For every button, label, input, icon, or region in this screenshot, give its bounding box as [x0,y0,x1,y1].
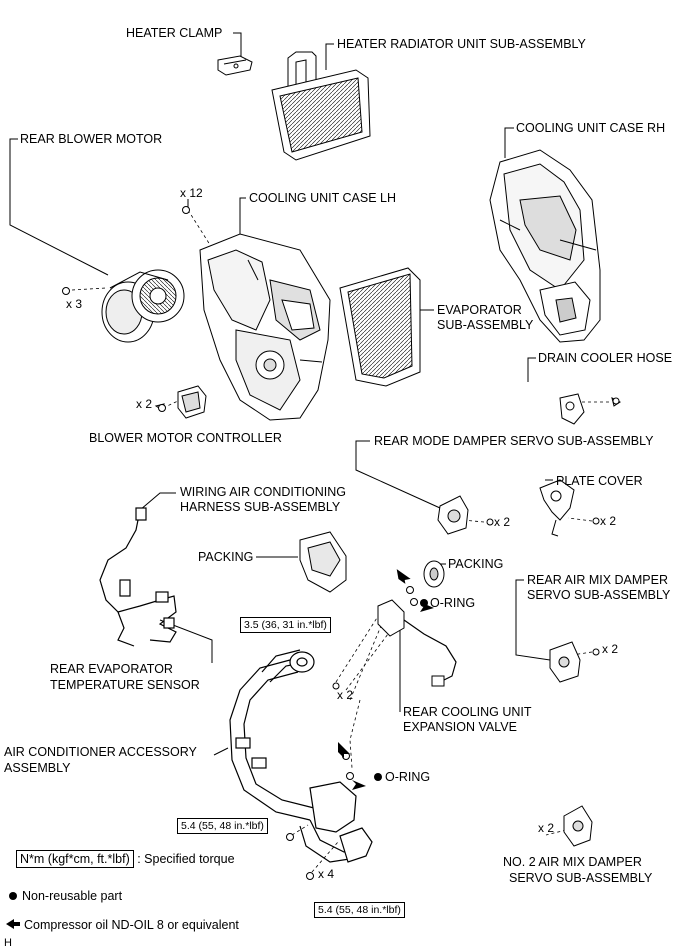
torque-accessory-upper: 5.4 (55, 48 in.*lbf) [177,818,268,834]
qty-controller: x 2 [136,397,153,411]
qty-valve: x 2 [337,688,354,702]
label-rear-evap-sensor-line2: TEMPERATURE SENSOR [50,678,200,692]
blower-controller-part [154,385,207,419]
wiring-harness-part [99,507,177,647]
oil-legend-arrow-icon [6,919,20,929]
label-ac-accessory-line2: ASSEMBLY [4,761,71,775]
label-wiring-harness-line1: WIRING AIR CONDITIONING [180,485,346,499]
non-reusable-dot-icons [374,599,428,781]
drain-hose-part [559,393,621,425]
legend-torque-box: N*m (kgf*cm, ft.*lbf) [16,850,134,868]
label-rear-mode-damper: REAR MODE DAMPER SERVO SUB-ASSEMBLY [374,434,654,448]
label-packing-left: PACKING [198,550,254,564]
cooling-case-lh-part [199,233,331,421]
qty-air-mix: x 2 [602,642,619,656]
qty-x4: x 4 [318,867,335,881]
label-rear-blower-motor: REAR BLOWER MOTOR [20,132,163,146]
rear-mode-damper-part [437,495,469,535]
label-rear-evap-sensor-line1: REAR EVAPORATOR [50,662,173,676]
qty-x3: x 3 [66,297,83,311]
non-reusable-legend-icon [9,892,17,900]
label-heater-radiator: HEATER RADIATOR UNIT SUB-ASSEMBLY [337,37,586,51]
label-plate-cover: PLATE COVER [556,474,643,488]
qty-no2: x 2 [538,821,555,835]
label-evaporator-line2: SUB-ASSEMBLY [437,318,534,332]
label-evaporator-line1: EVAPORATOR [437,303,522,317]
label-blower-motor-controller: BLOWER MOTOR CONTROLLER [89,431,282,445]
qty-plate: x 2 [600,514,617,528]
label-cooling-case-rh: COOLING UNIT CASE RH [516,121,666,135]
legend-torque-text: : Specified torque [137,852,235,866]
label-o-ring-lower: O-RING [385,770,431,784]
label-rear-air-mix-line1: REAR AIR MIX DAMPER [527,573,668,587]
label-heater-clamp: HEATER CLAMP [126,26,223,40]
plate-cover-part [539,479,575,537]
label-ac-accessory-line1: AIR CONDITIONER ACCESSORY [4,745,197,759]
oil-arrow-icons [338,569,434,790]
legend-non-reusable: Non-reusable part [22,889,123,903]
label-packing-right: PACKING [448,557,504,571]
rear-air-mix-part [549,641,581,683]
torque-valve-bolt: 3.5 (36, 31 in.*lbf) [240,617,331,633]
label-wiring-harness-line2: HARNESS SUB-ASSEMBLY [180,500,341,514]
legend-specified-torque: N*m (kgf*cm, ft.*lbf) : Specified torque [16,850,235,868]
label-expansion-valve-line1: REAR COOLING UNIT [403,705,532,719]
qty-rear-mode: x 2 [494,515,511,529]
fastener-dashed-lines [71,209,612,873]
heater-radiator-part [271,51,371,161]
label-o-ring-upper: O-RING [430,596,476,610]
label-cooling-case-lh: COOLING UNIT CASE LH [249,191,397,205]
torque-accessory-lower: 5.4 (55, 48 in.*lbf) [314,902,405,918]
label-rear-air-mix-line2: SERVO SUB-ASSEMBLY [527,588,671,602]
expansion-valve-part [377,599,457,687]
ac-accessory-part [229,649,373,863]
packing-right-part [342,560,445,780]
cooling-case-rh-part [489,149,601,343]
label-expansion-valve-line2: EXPANSION VALVE [403,720,517,734]
legend-compressor-oil: Compressor oil ND-OIL 8 or equivalent [24,918,239,932]
label-no2-air-mix-line1: NO. 2 AIR MIX DAMPER [503,855,642,869]
evaporator-part [339,267,421,387]
corner-mark: H [4,937,12,949]
heater-clamp-part [217,55,253,76]
packing-left-part [299,531,347,593]
no2-air-mix-part [563,805,593,847]
qty-x12: x 12 [180,186,203,200]
label-no2-air-mix-line2: SERVO SUB-ASSEMBLY [509,871,653,885]
label-drain-cooler-hose: DRAIN COOLER HOSE [538,351,673,365]
rear-blower-motor-part [101,269,185,343]
